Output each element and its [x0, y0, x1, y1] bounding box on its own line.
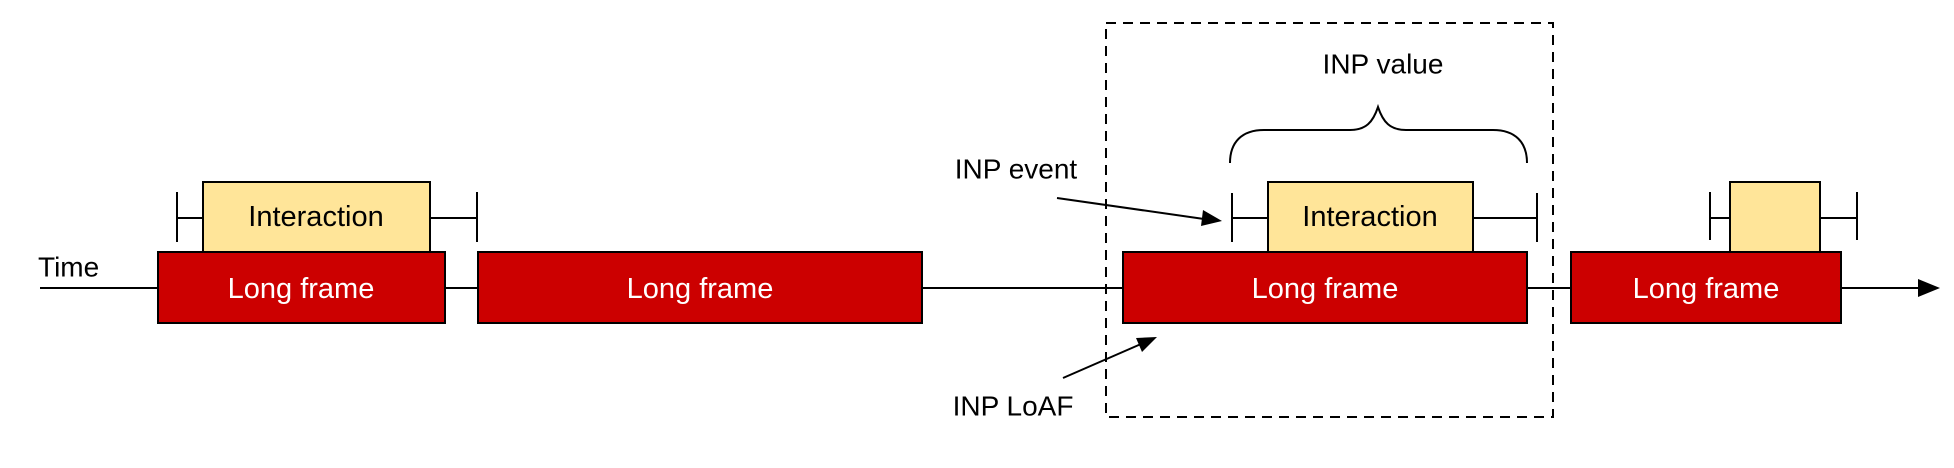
arrow-shaft: [1056, 197, 1205, 220]
time-axis-label: Time: [38, 252, 99, 283]
long-frame-2-label: Long frame: [627, 273, 774, 305]
interaction-box-1: [202, 181, 431, 253]
interaction-box-3: [1729, 181, 1821, 253]
long-frame-1: [157, 251, 446, 324]
inp-loaf-arrow: [1062, 337, 1157, 379]
long-frame-3-label: Long frame: [1252, 273, 1399, 305]
interaction-3: [1709, 181, 1858, 253]
long-frame-2: [477, 251, 923, 324]
timeline-arrowhead-icon: [1918, 279, 1940, 297]
long-frame-1-label: Long frame: [228, 273, 375, 305]
interaction-2-label: Interaction: [1302, 201, 1437, 233]
inp-loaf-label: INP LoAF: [953, 391, 1074, 422]
long-frame-4-label: Long frame: [1633, 273, 1780, 305]
timeline: [40, 279, 1940, 297]
inp-event-arrow: [1056, 197, 1222, 226]
long-frame-3: [1122, 251, 1528, 324]
inp-value-label: INP value: [1323, 49, 1444, 80]
inp-event-label: INP event: [955, 154, 1078, 185]
arrow-shaft: [1062, 343, 1142, 379]
long-frame-4: [1570, 251, 1842, 324]
long-frames: Long frame Long frame Long frame Long fr…: [157, 251, 1842, 324]
interaction-box-2: [1267, 181, 1474, 253]
inp-value-brace: [1229, 103, 1528, 164]
arrowhead-icon: [1201, 210, 1222, 226]
interaction-1-label: Interaction: [248, 201, 383, 233]
interaction-2: Interaction: [1231, 181, 1538, 253]
arrowhead-icon: [1136, 337, 1157, 352]
inp-loaf-boundary-box: [1105, 22, 1554, 418]
interaction-1: Interaction: [176, 181, 478, 253]
